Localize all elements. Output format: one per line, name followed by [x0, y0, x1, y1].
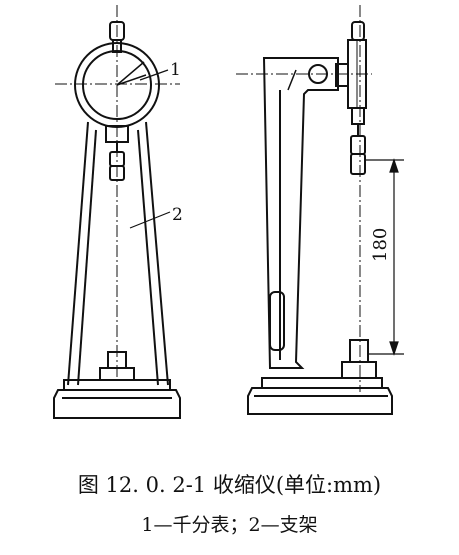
shrinkage-gauge-drawing: 1 2 [53, 5, 404, 419]
callout-2-leader [129, 211, 171, 229]
spindle-lower [109, 165, 125, 181]
dial-gauge-side [335, 21, 367, 175]
callout-1-label: 1 [170, 60, 181, 80]
side-anvil-base [341, 361, 377, 379]
front-view: 1 2 [53, 5, 183, 419]
side-anvil-top [349, 339, 369, 363]
side-base [247, 377, 393, 415]
front-base [53, 379, 181, 419]
dimension-180 [364, 158, 404, 356]
side-view: 180 [236, 5, 404, 415]
figure-legend: 1—千分表；2—支架 [141, 514, 318, 536]
side-column [262, 57, 339, 369]
callout-1-leader [139, 69, 169, 81]
figure-caption: 图 12. 0. 2-1 收缩仪(单位:mm) [77, 473, 382, 497]
callout-2-label: 2 [172, 205, 183, 225]
pivot-knob [308, 64, 328, 84]
front-frame [67, 121, 169, 386]
dimension-label: 180 [370, 228, 391, 262]
column-slot [269, 291, 285, 351]
